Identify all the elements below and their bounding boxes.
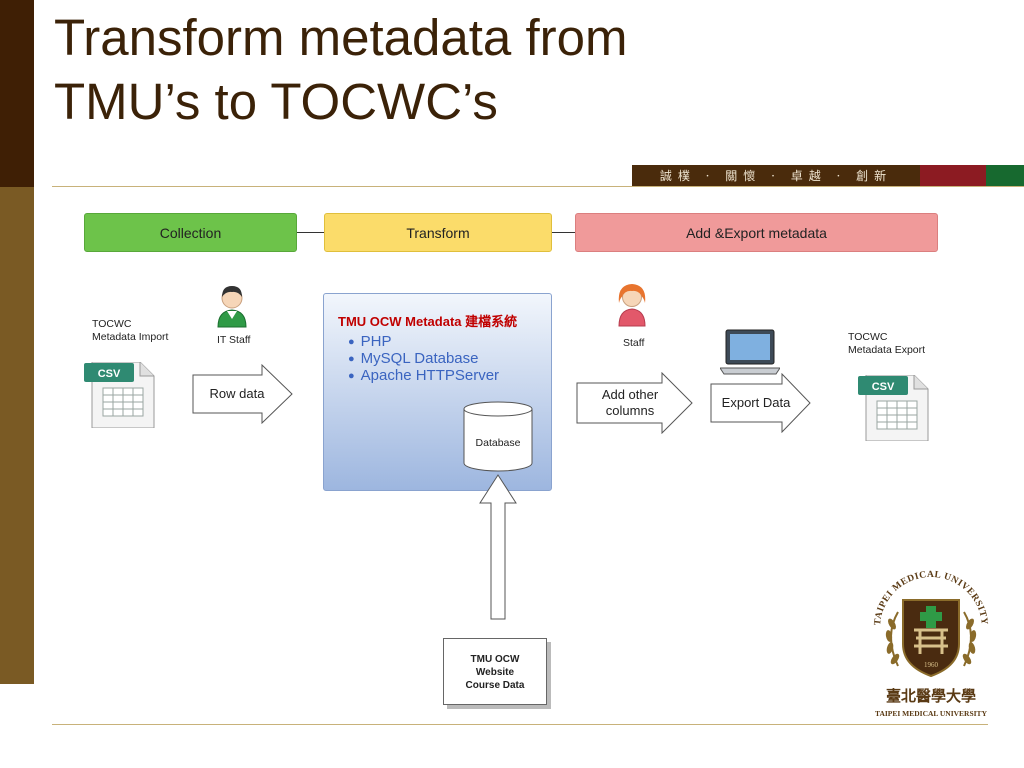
accent-bar-green (986, 165, 1024, 187)
export-data-label: Export Data (721, 395, 791, 410)
export-csv-label-line-1: TOCWC (848, 331, 888, 343)
database-label: Database (476, 437, 521, 449)
phase-transform: Transform (324, 213, 552, 252)
export-csv-badge: CSV (872, 381, 895, 393)
row-data-arrow (192, 364, 293, 424)
staff-person-icon (618, 284, 646, 327)
logo-year: 1960 (924, 661, 939, 669)
slide-title-line-2: TMU’s to TOCWC’s (54, 73, 498, 130)
staff-label: Staff (623, 337, 645, 349)
footer-divider (52, 724, 988, 725)
tmu-ocw-course-data-box: TMU OCW Website Course Data (443, 638, 547, 705)
phase-collection: Collection (84, 213, 297, 252)
course-data-line-1: TMU OCW (470, 654, 520, 665)
course-data-up-arrow (479, 474, 517, 620)
header-divider (52, 186, 1024, 187)
tmu-system-title: TMU OCW Metadata 建檔系統 (338, 314, 518, 329)
logo-chinese-name: 臺北醫學大學 (886, 687, 976, 705)
phase-connector (552, 232, 575, 233)
add-columns-label-line-2: columns (605, 403, 655, 418)
export-csv-label-line-2: Metadata Export (848, 344, 926, 356)
sidebar-band-dark (0, 0, 34, 187)
tech-item: MySQL Database (348, 351, 499, 368)
import-csv-label-line-2: Metadata Import (92, 331, 169, 343)
add-columns-label-line-1: Add other (601, 387, 659, 402)
add-columns-label: Add other columns (578, 387, 682, 419)
slide-title-line-1: Transform metadata from (54, 9, 628, 66)
tech-item: Apache HTTPServer (348, 368, 499, 385)
course-data-line-2: Website (475, 667, 515, 678)
import-csv-badge: CSV (98, 368, 121, 380)
export-csv-file-icon: CSV (858, 375, 929, 441)
sidebar-band-light (0, 187, 34, 684)
accent-bar-red (920, 165, 986, 187)
tmu-system-tech-list: PHP MySQL Database Apache HTTPServer (348, 334, 499, 385)
export-csv-label: TOCWC Metadata Export (848, 331, 925, 357)
import-csv-file-icon: CSV (84, 362, 155, 428)
tech-item: PHP (348, 334, 499, 351)
logo-english-name: TAIPEI MEDICAL UNIVERSITY (875, 709, 988, 718)
phase-connector (297, 232, 324, 233)
export-data-arrow (710, 373, 811, 433)
slide-title: Transform metadata from TMU’s to TOCWC’s (54, 6, 627, 134)
phase-add-export: Add &Export metadata (575, 213, 938, 252)
university-logo: TAIPEI MEDICAL UNIVERSITY 1960 臺北醫學大學 TA… (873, 570, 988, 718)
it-staff-person-icon (217, 286, 247, 328)
it-staff-label: IT Staff (217, 334, 251, 346)
database-cylinder-icon: Database (463, 401, 533, 472)
import-csv-label-line-1: TOCWC (92, 318, 132, 330)
row-data-label: Row data (209, 386, 265, 401)
import-csv-label: TOCWC Metadata Import (92, 318, 168, 344)
add-columns-arrow (576, 372, 693, 434)
course-data-line-3: Course Data (465, 680, 525, 691)
motto-banner: 誠樸 · 關懷 · 卓越 · 創新 (632, 165, 920, 187)
laptop-icon (720, 329, 780, 375)
